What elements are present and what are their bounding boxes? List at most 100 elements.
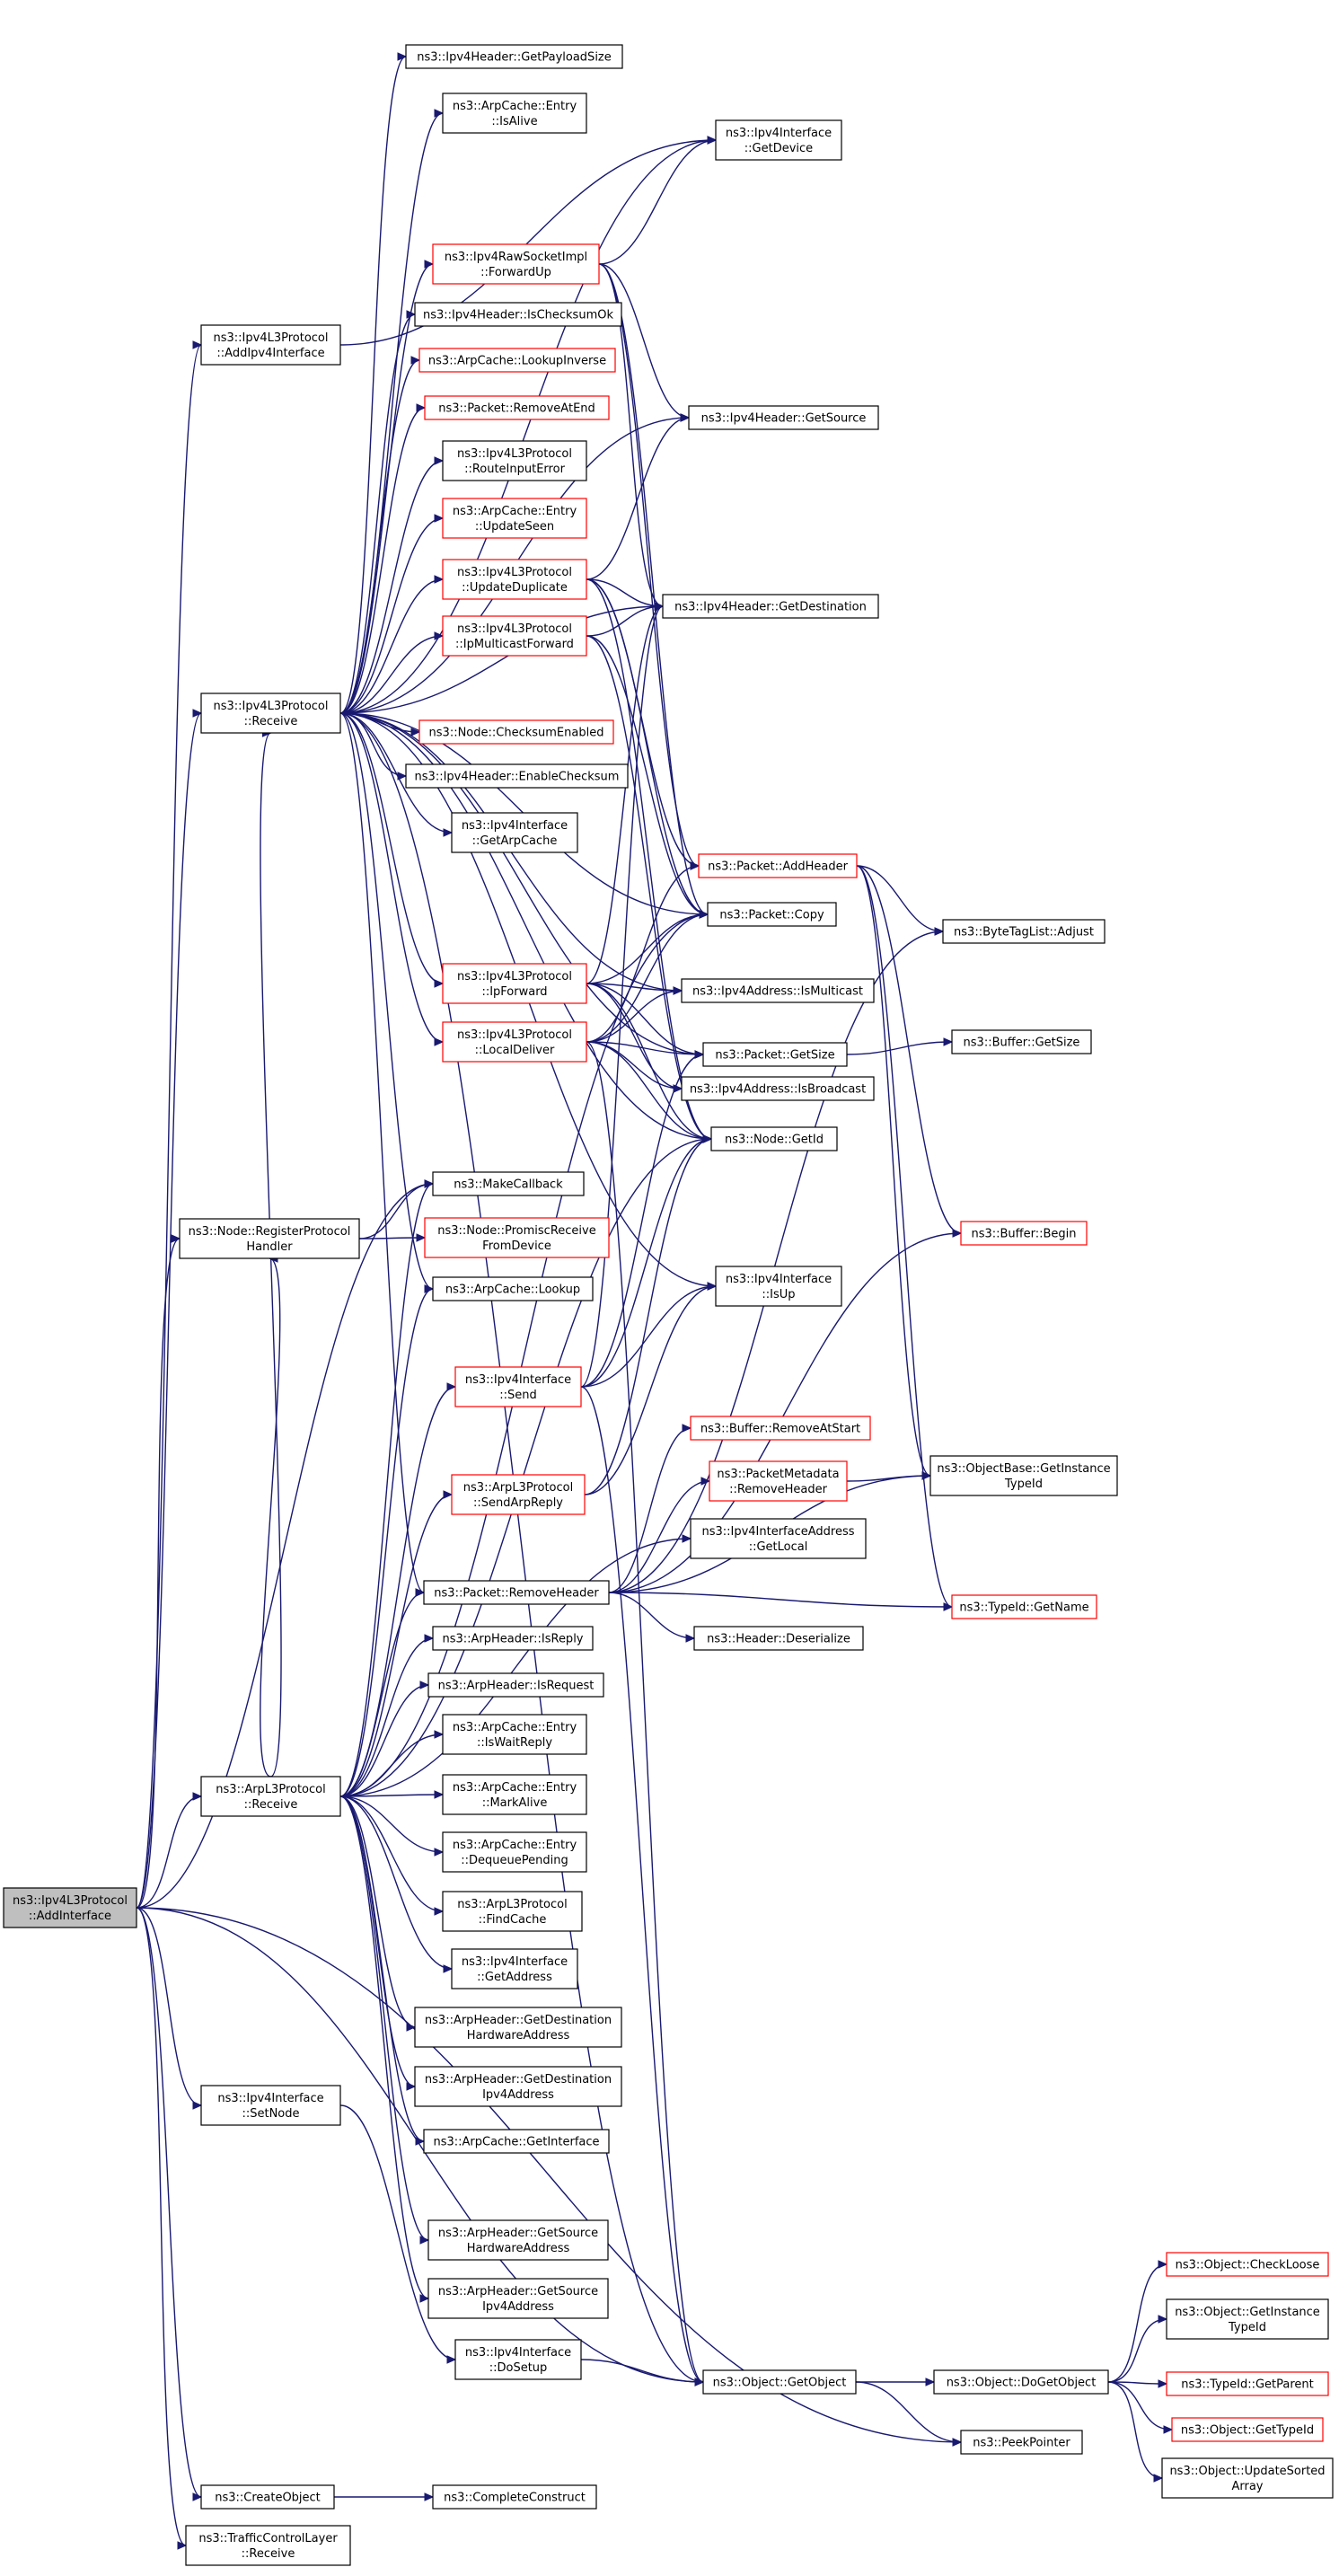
node-tclrecv[interactable]: ns3::TrafficControlLayer::Receive [185,2525,351,2566]
node-box[interactable] [200,2484,335,2510]
node-lookupinv[interactable]: ns3::ArpCache::LookupInverse [418,348,616,373]
node-bytetagadj[interactable]: ns3::ByteTagList::Adjust [942,919,1106,944]
node-box[interactable] [414,2066,622,2107]
node-addipv4[interactable]: ns3::Ipv4L3Protocol::AddIpv4Interface [200,324,341,366]
node-box[interactable] [681,1076,875,1101]
node-box[interactable] [451,812,578,853]
node-box[interactable] [3,1887,137,1928]
node-arplookup[interactable]: ns3::ArpCache::Lookup [432,1276,594,1301]
node-checksumen[interactable]: ns3::Node::ChecksumEnabled [418,719,614,745]
node-box[interactable] [442,1831,587,1873]
node-ifsend[interactable]: ns3::Ipv4Interface::Send [454,1366,582,1407]
node-isreply[interactable]: ns3::ArpHeader::IsReply [432,1626,594,1651]
node-getpayload[interactable]: ns3::Ipv4Header::GetPayloadSize [405,44,623,69]
node-box[interactable] [1166,2298,1329,2340]
node-box[interactable] [442,1774,587,1815]
node-box[interactable] [442,93,587,134]
node-box[interactable] [960,2430,1083,2455]
node-getdstip[interactable]: ns3::ArpHeader::GetDestinationIpv4Addres… [414,2066,622,2107]
node-box[interactable] [690,1518,867,1559]
node-box[interactable] [418,719,614,745]
node-getiface[interactable]: ns3::ArpCache::GetInterface [423,2129,610,2154]
node-box[interactable] [424,395,610,420]
node-pcopy[interactable]: ns3::Packet::Copy [707,902,837,927]
node-box[interactable] [432,243,600,285]
node-box[interactable] [432,2484,597,2510]
node-isbroadcast[interactable]: ns3::Ipv4Address::IsBroadcast [681,1076,875,1101]
node-getlocal[interactable]: ns3::Ipv4InterfaceAddress::GetLocal [690,1518,867,1559]
node-box[interactable] [681,978,875,1003]
node-box[interactable] [702,2369,857,2395]
node-box[interactable] [442,1021,587,1063]
node-deserialize[interactable]: ns3::Header::Deserialize [693,1626,864,1651]
node-box[interactable] [1171,2417,1324,2442]
node-box[interactable] [951,1594,1097,1619]
node-tidgetparent[interactable]: ns3::TypeId::GetParent [1166,2371,1329,2396]
node-box[interactable] [707,902,837,927]
node-markalive[interactable]: ns3::ArpCache::Entry::MarkAlive [442,1774,587,1815]
node-ipfwd[interactable]: ns3::Ipv4L3Protocol::IpForward [442,963,587,1004]
node-box[interactable] [693,1626,864,1651]
node-isalive[interactable]: ns3::ArpCache::Entry::IsAlive [442,93,587,134]
node-box[interactable] [698,853,858,878]
node-box[interactable] [405,44,623,69]
node-dogetobject[interactable]: ns3::Object::DoGetObject [933,2369,1109,2395]
node-getaddress[interactable]: ns3::Ipv4Interface::GetAddress [451,1948,578,1989]
node-box[interactable] [1161,2457,1334,2499]
node-box[interactable] [942,919,1106,944]
node-box[interactable] [200,693,341,734]
node-box[interactable] [1166,2371,1329,2396]
node-isup[interactable]: ns3::Ipv4Interface::IsUp [715,1266,842,1307]
node-box[interactable] [427,1672,604,1698]
node-sendarpreply[interactable]: ns3::ArpL3Protocol::SendArpReply [451,1474,586,1515]
node-box[interactable] [929,1455,1118,1496]
node-box[interactable] [414,302,622,327]
node-bufbegin[interactable]: ns3::Buffer::Begin [960,1221,1088,1246]
node-box[interactable] [933,2369,1109,2395]
node-getdsthw[interactable]: ns3::ArpHeader::GetDestinationHardwareAd… [414,2007,622,2048]
node-box[interactable] [427,2219,609,2261]
node-pgetsize[interactable]: ns3::Packet::GetSize [702,1042,848,1067]
node-getdest[interactable]: ns3::Ipv4Header::GetDestination [662,594,879,619]
node-root[interactable]: ns3::Ipv4L3Protocol::AddInterface [3,1887,137,1928]
node-box[interactable] [200,2085,341,2126]
node-routeinerr[interactable]: ns3::Ipv4L3Protocol::RouteInputError [442,440,587,481]
node-box[interactable] [200,324,341,366]
node-box[interactable] [432,1626,594,1651]
node-box[interactable] [442,615,587,657]
node-box[interactable] [662,594,879,619]
node-addheader[interactable]: ns3::Packet::AddHeader [698,853,858,878]
node-box[interactable] [442,1714,587,1755]
node-box[interactable] [423,2129,610,2154]
node-box[interactable] [451,1948,578,1989]
node-box[interactable] [442,498,587,539]
node-recv[interactable]: ns3::Ipv4L3Protocol::Receive [200,693,341,734]
node-box[interactable] [179,1218,360,1259]
node-box[interactable] [418,348,616,373]
node-makecb[interactable]: ns3::MakeCallback [432,1171,585,1196]
node-box[interactable] [423,1580,610,1605]
node-getarpcache[interactable]: ns3::Ipv4Interface::GetArpCache [451,812,578,853]
node-checkloose[interactable]: ns3::Object::CheckLoose [1166,2252,1329,2277]
node-removeheader[interactable]: ns3::Packet::RemoveHeader [423,1580,610,1605]
node-box[interactable] [715,1266,842,1307]
node-box[interactable] [185,2525,351,2566]
node-localdeliver[interactable]: ns3::Ipv4L3Protocol::LocalDeliver [442,1021,587,1063]
node-box[interactable] [702,1042,848,1067]
node-iswaitreply[interactable]: ns3::ArpCache::Entry::IsWaitReply [442,1714,587,1755]
node-completeconst[interactable]: ns3::CompleteConstruct [432,2484,597,2510]
node-box[interactable] [960,1221,1088,1246]
node-box[interactable] [710,1126,838,1151]
node-getdevice[interactable]: ns3::Ipv4Interface::GetDevice [715,119,842,161]
node-box[interactable] [432,1171,585,1196]
node-getobject[interactable]: ns3::Object::GetObject [702,2369,857,2395]
node-fwdup[interactable]: ns3::Ipv4RawSocketImpl::ForwardUp [432,243,600,285]
node-removeatend[interactable]: ns3::Packet::RemoveAtEnd [424,395,610,420]
node-box[interactable] [442,1891,583,1932]
node-findcache[interactable]: ns3::ArpL3Protocol::FindCache [442,1891,583,1932]
